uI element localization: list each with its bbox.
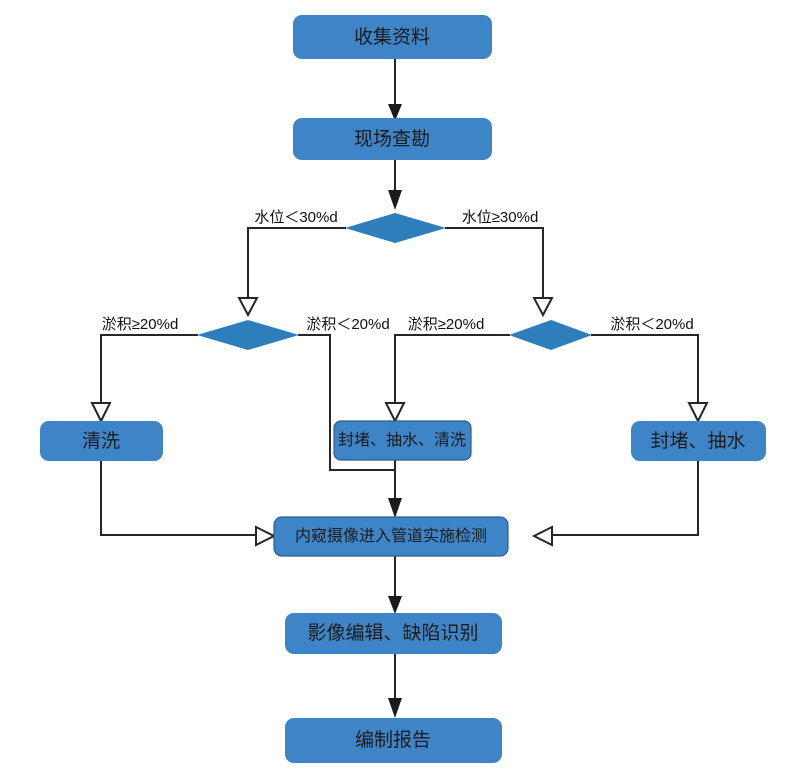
node-collect-shape[interactable] [293, 15, 492, 59]
edge-blockpumpwash-to-inspect [388, 459, 402, 518]
edge-silt-left-low-to-inspect [298, 334, 396, 471]
edge-wash-to-inspect [100, 460, 277, 547]
node-report-label: 编制报告 [355, 729, 431, 751]
node-inspect-label: 内窥摄像进入管道实施检测 [295, 527, 487, 545]
edge-water-low-to-silt-left [237, 227, 346, 318]
node-survey[interactable]: 现场查勘 [293, 118, 492, 160]
node-report-shape[interactable] [285, 718, 502, 763]
node-edit-defect-label: 影像编辑、缺陷识别 [307, 622, 478, 644]
node-inspect[interactable]: 内窥摄像进入管道实施检测 [273, 516, 509, 557]
edge-survey-to-water-decision [388, 159, 402, 210]
edge-collect-to-survey [388, 58, 402, 121]
node-report[interactable]: 编制报告 [285, 718, 502, 763]
edge-label-silt-right-high: 淤积≥20%d [408, 316, 485, 333]
node-block-pump[interactable]: 封堵、抽水 [631, 421, 766, 461]
node-silt-decision-right[interactable] [509, 320, 592, 350]
node-edit-defect-shape[interactable] [285, 613, 502, 654]
node-block-pump-wash-label: 封堵、抽水、清洗 [338, 431, 466, 449]
node-water-level-decision-shape[interactable] [345, 213, 446, 243]
node-edit-defect[interactable]: 影像编辑、缺陷识别 [285, 613, 502, 654]
edge-inspect-to-editdefect [388, 555, 402, 614]
edge-label-silt-right-low: 淤积＜20%d [610, 316, 693, 333]
node-survey-label: 现场查勘 [354, 128, 430, 150]
node-inspect-shape[interactable] [273, 516, 509, 557]
edge-silt-right-low-to-blockpump [591, 334, 709, 424]
edge-editdefect-to-report [388, 653, 402, 718]
node-silt-decision-left-shape[interactable] [197, 320, 299, 350]
edge-silt-right-high-to-blockpumpwash [384, 334, 510, 424]
node-wash[interactable]: 清洗 [40, 421, 163, 461]
node-silt-decision-right-shape[interactable] [509, 320, 592, 350]
edge-label-water-low: 水位＜30%d [254, 209, 337, 226]
node-block-pump-wash[interactable]: 封堵、抽水、清洗 [333, 420, 472, 461]
node-block-pump-label: 封堵、抽水 [650, 430, 745, 452]
node-block-pump-wash-shape[interactable] [333, 420, 472, 461]
node-wash-label: 清洗 [82, 430, 120, 452]
edge-blockpump-to-inspect [531, 460, 699, 547]
edge-label-silt-left-low: 淤积＜20%d [306, 316, 389, 333]
edge-label-silt-left-high: 淤积≥20%d [102, 316, 179, 333]
node-collect[interactable]: 收集资料 [293, 15, 492, 59]
node-silt-decision-left[interactable] [197, 320, 299, 350]
node-water-level-decision[interactable] [345, 213, 446, 243]
edge-water-high-to-silt-right [445, 227, 554, 318]
node-block-pump-shape[interactable] [631, 421, 766, 461]
edge-silt-left-high-to-wash [90, 334, 198, 424]
node-collect-label: 收集资料 [354, 26, 430, 48]
node-wash-shape[interactable] [40, 421, 163, 461]
node-survey-shape[interactable] [293, 118, 492, 160]
edge-label-water-high: 水位≥30%d [462, 209, 539, 226]
